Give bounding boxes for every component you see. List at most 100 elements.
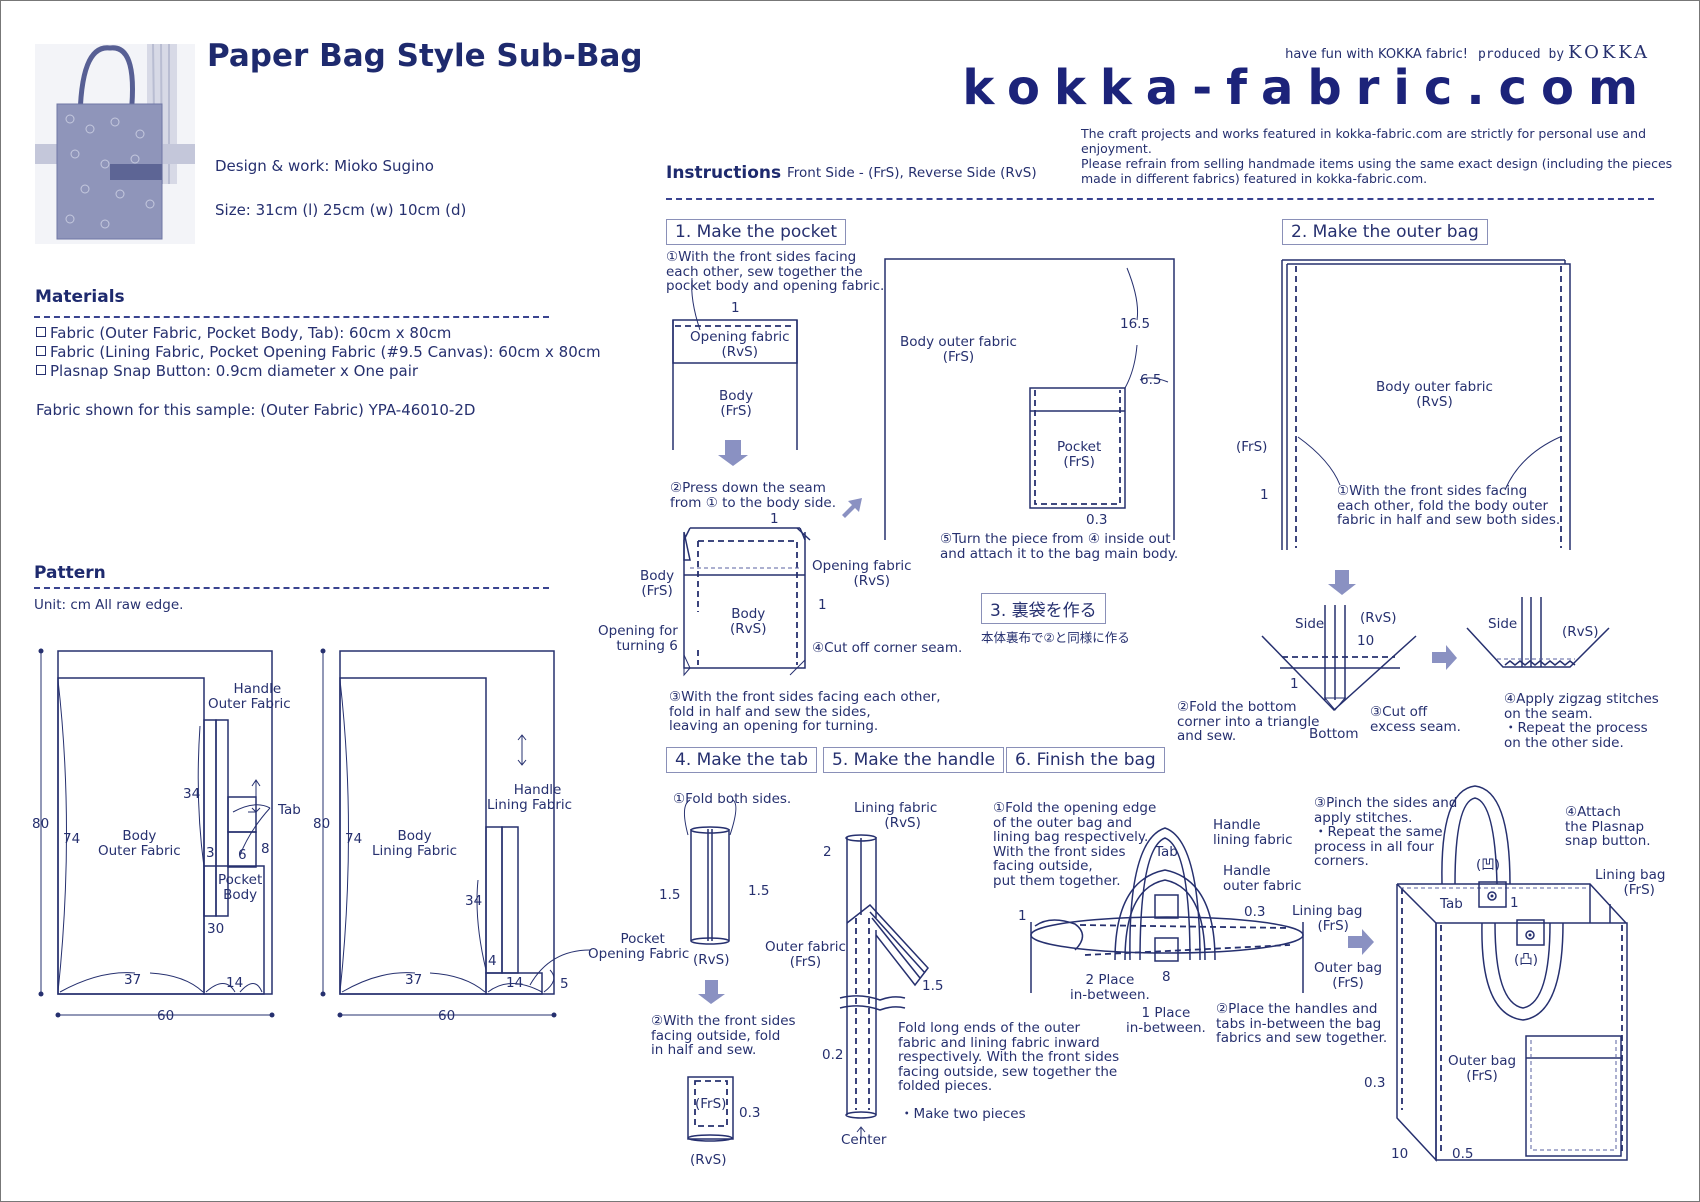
body-frs-label: Body(FrS) — [719, 388, 754, 419]
step1-diagram — [672, 258, 1175, 677]
dim-label: 16.5 — [1120, 316, 1151, 332]
dim-label: 37 — [124, 972, 142, 988]
outer-frs-label: Outer fabric(FrS) — [765, 939, 846, 970]
handle-piece — [485, 826, 503, 974]
dim-label: 74 — [63, 831, 81, 847]
dim-label: 80 — [313, 816, 331, 832]
fabric-outline — [339, 650, 555, 995]
dim-label: 37 — [405, 972, 423, 988]
body-rvs-label: Body(RvS) — [730, 606, 767, 637]
brand-logo: KOKKA — [1568, 42, 1650, 63]
dim-label: 60 — [438, 1008, 456, 1024]
dim-label: 0.5 — [1452, 1146, 1474, 1162]
dim-label: 10 — [1391, 1146, 1409, 1162]
dim-label: 1.5 — [659, 887, 681, 903]
dim-label: 8 — [261, 841, 270, 857]
tab-label: Tab — [1155, 844, 1178, 860]
dim-label: 1 — [731, 300, 740, 316]
step4-note-1: ①Fold both sides. — [673, 791, 792, 807]
dim-label: 0.3 — [1364, 1075, 1386, 1091]
dim-label: 14 — [506, 975, 524, 991]
tab-piece — [227, 796, 257, 833]
checkbox-icon — [36, 365, 46, 375]
divider — [666, 198, 1654, 200]
material-item: Plasnap Snap Button: 0.9cm diameter x On… — [36, 362, 601, 381]
dim-label: 1.5 — [748, 883, 770, 899]
instructions-heading: Instructions — [666, 163, 782, 183]
opening-fabric-label: Opening fabric(RvS) — [690, 329, 790, 360]
dim-label: 60 — [157, 1008, 175, 1024]
dim-label: 4 — [488, 953, 497, 969]
step6-diagram — [1030, 785, 1628, 1162]
pattern-heading: Pattern — [34, 563, 106, 583]
dim-label: 1 — [770, 511, 779, 527]
step-1-title: 1. Make the pocket — [666, 219, 847, 245]
step-5-title: 5. Make the handle — [823, 747, 1005, 773]
step3-note: 本体裏布で②と同様に作る — [981, 630, 1130, 645]
rvs-label: (RvS) — [690, 1152, 727, 1168]
dim-label: 74 — [345, 831, 363, 847]
dim-label: 1 — [1018, 908, 1027, 924]
sample-fabric: Fabric shown for this sample: (Outer Fab… — [36, 401, 476, 419]
materials-heading: Materials — [35, 287, 125, 307]
dim-label: 14 — [226, 975, 244, 991]
opening-fabric-label: Opening fabric(RvS) — [812, 558, 912, 589]
disclaimer-line: made in different fabrics) featured in k… — [1081, 171, 1428, 186]
produced-by: produced by — [1478, 47, 1565, 62]
dim-label: 6.5 — [1140, 372, 1162, 388]
dim-label: 0.3 — [1244, 904, 1266, 920]
snap-female-label: (凹) — [1476, 857, 1501, 873]
dim-label: 80 — [32, 816, 50, 832]
dim-label: 0.2 — [822, 1047, 844, 1063]
dim-label: 8 — [1162, 969, 1171, 985]
material-item: Fabric (Outer Fabric, Pocket Body, Tab):… — [36, 324, 601, 343]
dim-label: 34 — [465, 893, 483, 909]
pocket-body-piece — [203, 865, 265, 995]
disclaimer-line: Please refrain from selling handmade ite… — [1081, 156, 1673, 171]
dim-label: 1 — [1510, 895, 1519, 911]
material-item: Fabric (Lining Fabric, Pocket Opening Fa… — [36, 343, 601, 362]
checkbox-icon — [36, 327, 46, 337]
outer-bag-label: Outer bag(FrS) — [1314, 960, 1383, 991]
dim-label: 1 — [1290, 676, 1299, 692]
pocket-opening-piece — [485, 972, 543, 995]
snap-male-label: (凸) — [1514, 952, 1539, 968]
site-logo[interactable]: kokka-fabric.com — [962, 60, 1652, 116]
tab-label: Tab — [278, 802, 301, 818]
rvs-label: (RvS) — [1360, 610, 1397, 626]
frs-label: (FrS) — [1236, 439, 1268, 455]
side-label: Side — [1295, 616, 1325, 632]
disclaimer-line: The craft projects and works featured in… — [1081, 126, 1647, 156]
side-legend: Front Side - (FrS), Reverse Side (RvS) — [787, 165, 1037, 181]
checkbox-icon — [36, 346, 46, 356]
dim-label: 5 — [560, 976, 569, 992]
dim-label: 30 — [207, 921, 225, 937]
dim-label: 0.3 — [739, 1105, 761, 1121]
bottom-label: Bottom — [1309, 726, 1359, 742]
page-title: Paper Bag Style Sub-Bag — [207, 38, 643, 74]
step5-note-2: ・Make two pieces — [900, 1106, 1026, 1122]
step5-diagram — [839, 834, 929, 1140]
rvs-label: (RvS) — [1562, 624, 1599, 640]
outer-bag-label: Outer bag(FrS) — [1448, 1053, 1517, 1084]
pocket-frs-label: Pocket(FrS) — [1057, 439, 1102, 470]
disclaimer: The craft projects and works featured in… — [1081, 126, 1681, 186]
